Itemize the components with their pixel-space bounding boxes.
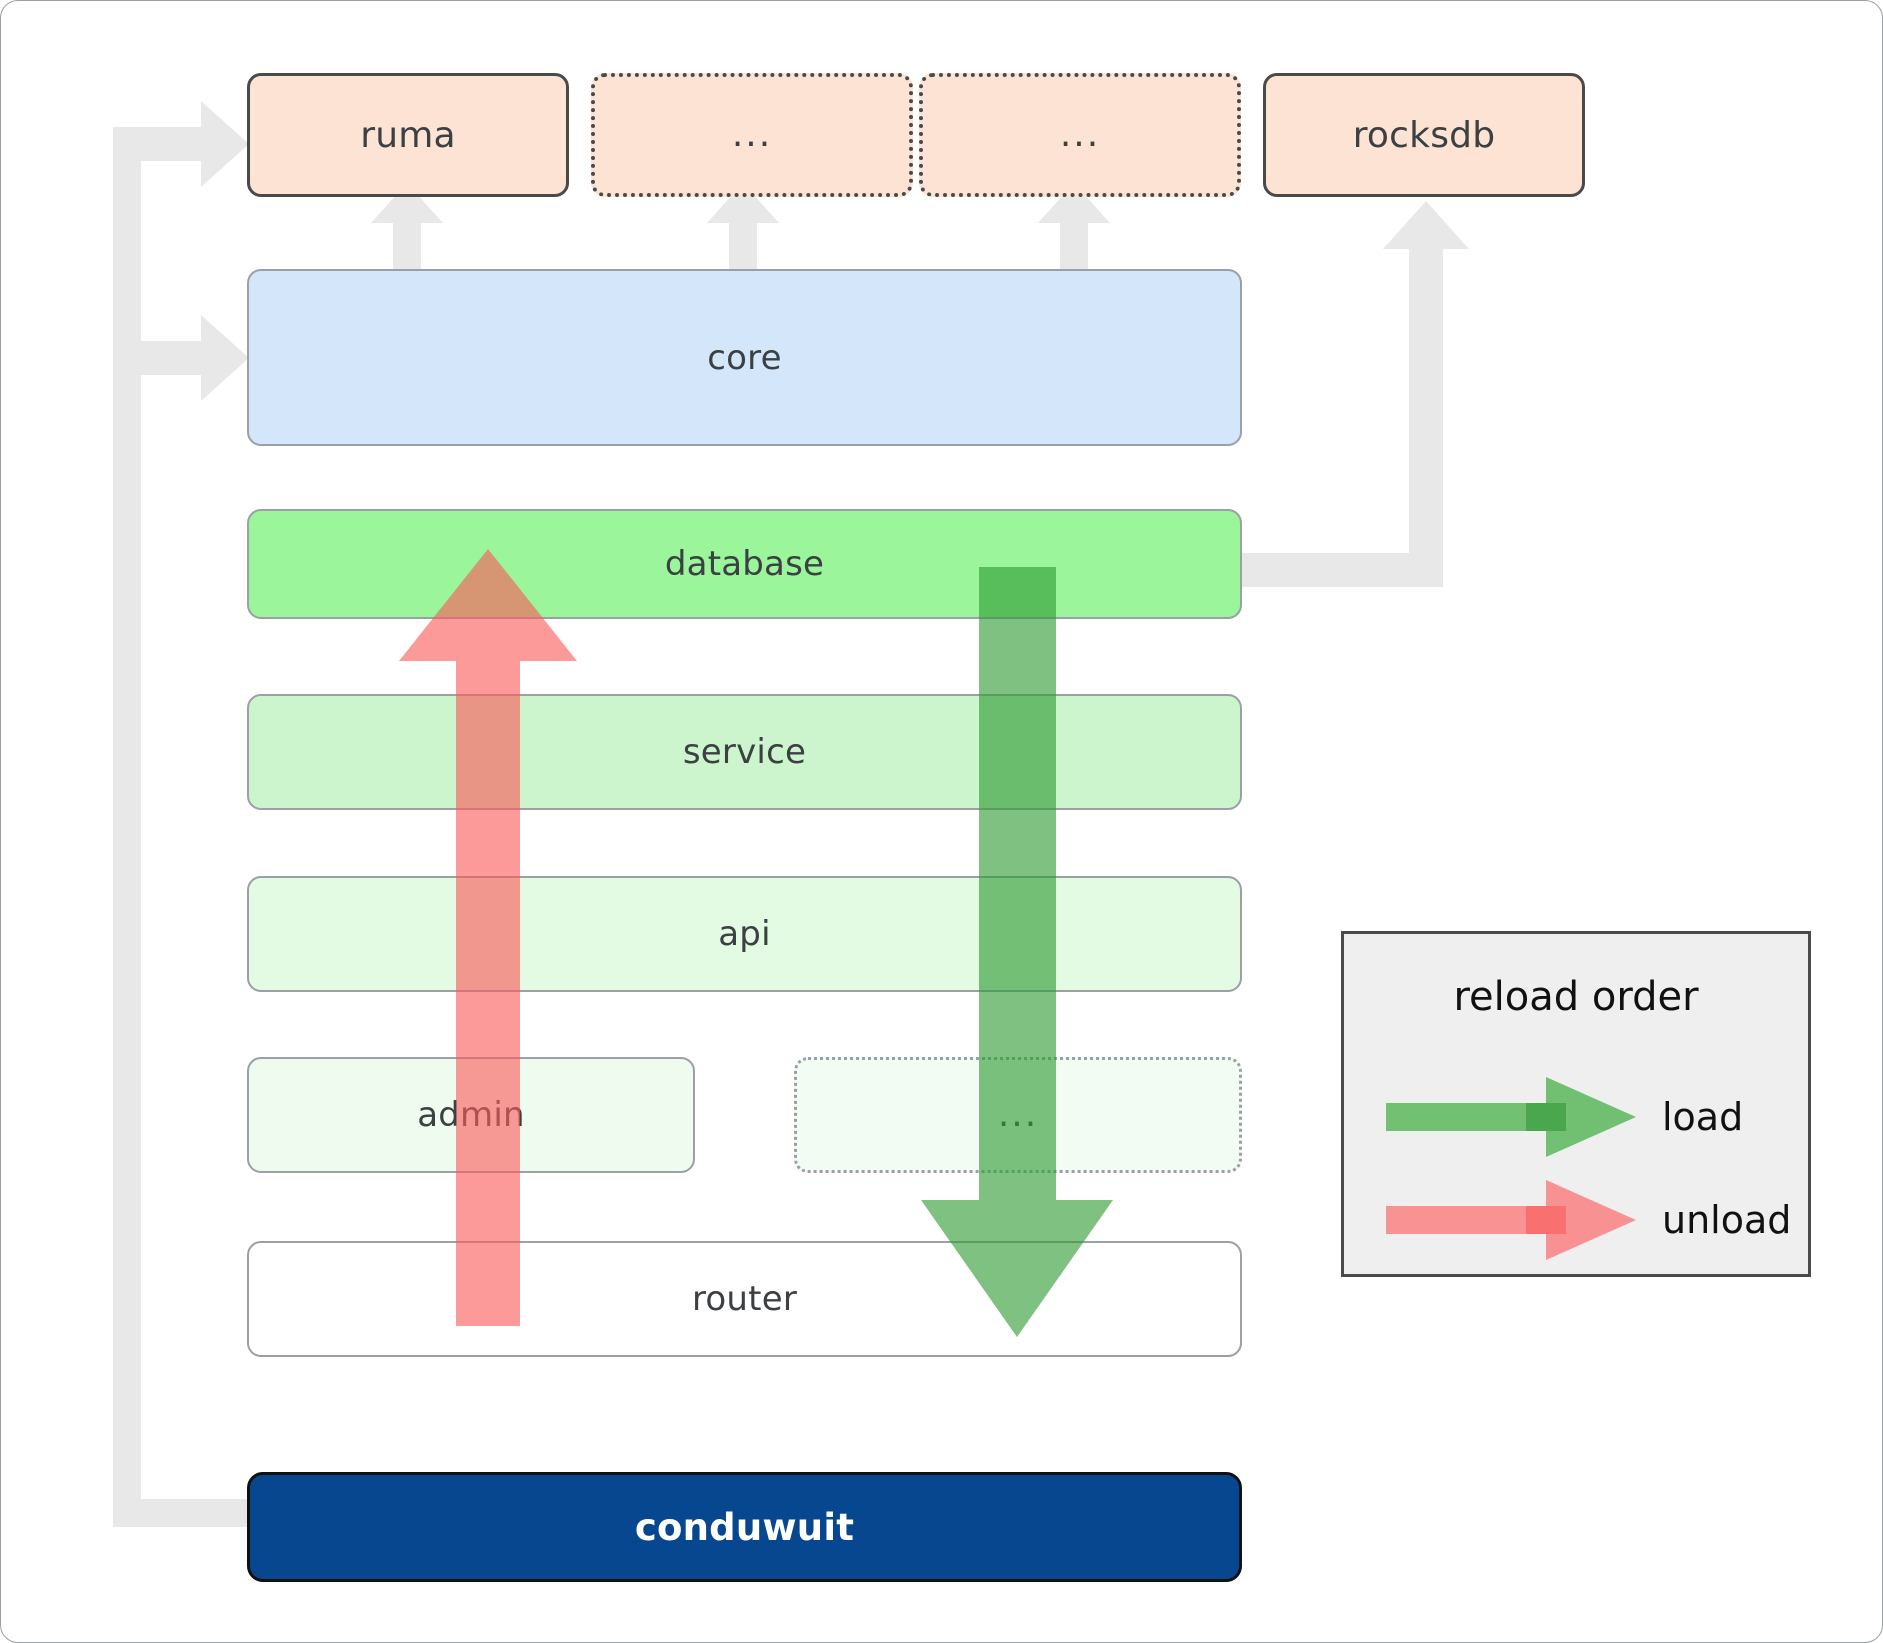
dependency-label-rocksdb: rocksdb <box>1352 114 1496 156</box>
crate-label-database: database <box>664 544 825 584</box>
crate-label-api: api <box>718 914 771 954</box>
conduwuit-dependency-elbow <box>113 101 249 1527</box>
legend-label-unload: unload <box>1662 1198 1792 1242</box>
legend-row-unload: unload <box>1344 1177 1808 1263</box>
legend-load-arrow-icon <box>1386 1077 1636 1157</box>
crate-label-ellipsis: ... <box>997 1094 1039 1136</box>
legend-title: reload order <box>1453 974 1699 1020</box>
database-to-rocksdb-elbow <box>1242 201 1469 587</box>
dependency-node-ellipsis-1[interactable]: ... <box>591 73 913 197</box>
legend-row-load: load <box>1344 1074 1808 1160</box>
core-node[interactable]: core <box>247 269 1242 446</box>
crate-label-router: router <box>691 1279 797 1319</box>
crate-label-service: service <box>682 732 807 772</box>
crate-label-admin: admin <box>417 1095 525 1135</box>
core-label: core <box>707 337 782 378</box>
dependency-node-ruma[interactable]: ruma <box>247 73 569 197</box>
legend-panel: reload order load unload <box>1341 931 1811 1277</box>
dependency-label-ruma: ruma <box>360 114 456 156</box>
dependency-node-rocksdb[interactable]: rocksdb <box>1263 73 1585 197</box>
binary-label-conduwuit: conduwuit <box>634 1505 855 1549</box>
crate-node-ellipsis[interactable]: ... <box>794 1057 1242 1173</box>
legend-label-load: load <box>1662 1095 1744 1139</box>
crate-node-api[interactable]: api <box>247 876 1242 992</box>
dependency-label-ellipsis-2: ... <box>1059 114 1101 156</box>
legend-unload-arrow-icon <box>1386 1180 1636 1260</box>
crate-node-router[interactable]: router <box>247 1241 1242 1357</box>
dependency-label-ellipsis-1: ... <box>731 114 773 156</box>
crate-node-service[interactable]: service <box>247 694 1242 810</box>
crate-node-admin[interactable]: admin <box>247 1057 695 1173</box>
binary-node-conduwuit[interactable]: conduwuit <box>247 1472 1242 1582</box>
crate-node-database[interactable]: database <box>247 509 1242 619</box>
dependency-node-ellipsis-2[interactable]: ... <box>919 73 1241 197</box>
